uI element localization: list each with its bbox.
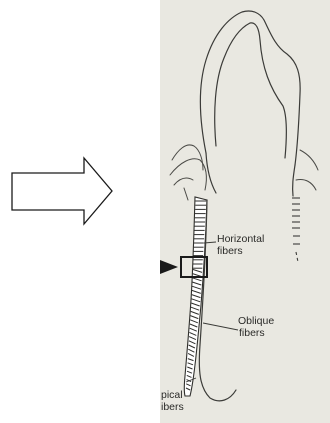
scanned-page-background — [160, 0, 330, 423]
apical-fibers-label: pical ibers — [161, 389, 186, 413]
right-arrow-icon — [12, 158, 112, 224]
